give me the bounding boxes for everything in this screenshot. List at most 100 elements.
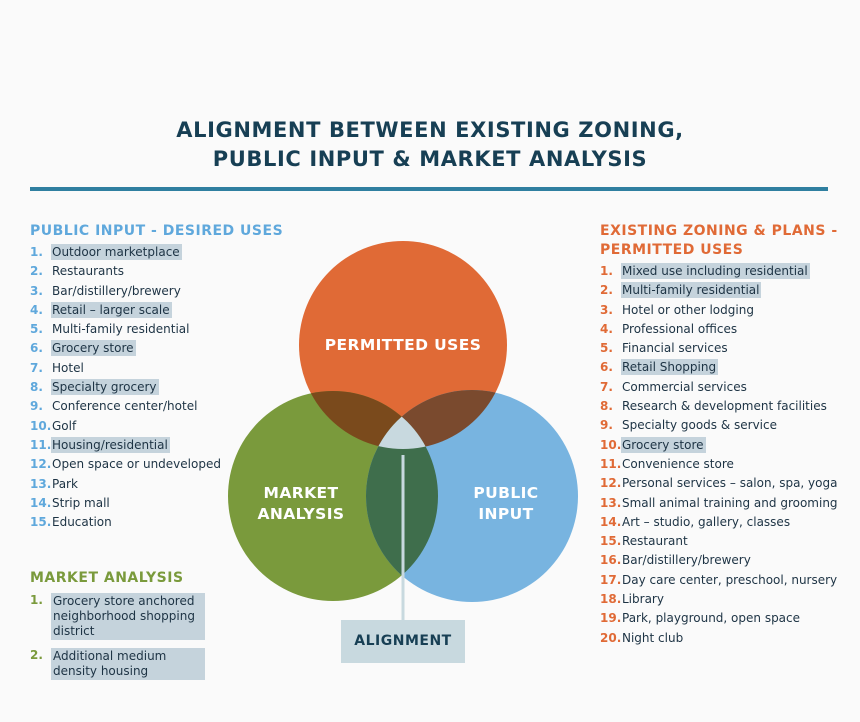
list-number: 13. — [30, 476, 52, 491]
list-number: 7. — [600, 379, 613, 394]
list-text: Specialty grocery — [51, 379, 159, 396]
list-text: Multi-family residential — [52, 322, 190, 337]
list-text: Library — [622, 592, 664, 607]
zoning-item: 10.Grocery store — [600, 436, 840, 453]
market-analysis-heading: MARKET ANALYSIS — [30, 570, 184, 586]
zoning-item: 16.Bar/distillery/brewery — [600, 553, 840, 567]
existing-zoning-heading-line-2: PERMITTED USES — [600, 242, 744, 258]
list-text: Restaurant — [622, 534, 688, 549]
zoning-item: 20.Night club — [600, 631, 840, 645]
public-label-line-2: INPUT — [478, 505, 534, 523]
title-line-2: PUBLIC INPUT & MARKET ANALYSIS — [212, 147, 648, 171]
list-text: Bar/distillery/brewery — [622, 553, 751, 568]
public-input-item: 7. Hotel — [30, 361, 223, 375]
list-number: 15. — [600, 534, 622, 549]
list-text: Multi-family residential — [621, 282, 762, 299]
list-text: Conference center/hotel — [52, 399, 198, 414]
list-text: Retail Shopping — [621, 359, 719, 376]
list-text: Specialty goods & service — [622, 418, 777, 433]
list-number: 15. — [30, 515, 52, 530]
list-text: Mixed use including residential — [621, 263, 810, 279]
public-input-item: 9. Conference center/hotel — [30, 399, 223, 413]
list-text: Grocery store — [51, 340, 136, 357]
list-number: 2. — [30, 264, 43, 279]
list-text: Day care center, preschool, nursery — [622, 572, 838, 587]
zoning-item: 19.Park, playground, open space — [600, 611, 840, 625]
zoning-item: 1.Mixed use including residential — [600, 263, 840, 279]
list-number: 19. — [600, 611, 622, 626]
list-number: 8. — [30, 380, 43, 395]
zoning-item: 14.Art – studio, gallery, classes — [600, 515, 840, 529]
public-input-item: 14.Strip mall — [30, 496, 223, 510]
public-input-item: 1. Outdoor marketplace — [30, 244, 223, 260]
list-number: 10. — [30, 418, 52, 433]
market-analysis-item: 1.Grocery store anchored neighborhood sh… — [30, 593, 205, 640]
zoning-item: 17.Day care center, preschool, nursery — [600, 573, 840, 587]
list-number: 9. — [600, 418, 613, 433]
list-text: Night club — [622, 630, 684, 645]
public-input-item: 13.Park — [30, 477, 223, 491]
list-text: Additional medium density housing — [51, 648, 205, 680]
list-number: 4. — [600, 321, 613, 336]
public-input-item: 10.Golf — [30, 419, 223, 433]
list-number: 10. — [600, 437, 622, 452]
public-input-item: 15.Education — [30, 515, 223, 529]
alignment-center — [366, 391, 438, 449]
list-text: Park — [52, 476, 78, 491]
market-analysis-list: 1.Grocery store anchored neighborhood sh… — [30, 593, 205, 688]
list-number: 5. — [30, 322, 43, 337]
list-text: Hotel or other lodging — [622, 302, 754, 317]
list-number: 12. — [600, 476, 622, 491]
permitted-uses-label: PERMITTED USES — [324, 336, 482, 354]
list-text: Education — [52, 515, 112, 530]
market-label-line-2: ANALYSIS — [257, 505, 345, 523]
list-text: Art – studio, gallery, classes — [622, 514, 791, 529]
zoning-item: 13.Small animal training and grooming — [600, 496, 840, 510]
existing-zoning-heading-line-1: EXISTING ZONING & PLANS - — [600, 223, 838, 239]
list-text: Personal services – salon, spa, yoga — [622, 476, 838, 491]
public-input-item: 11.Housing/residential — [30, 436, 223, 453]
list-number: 14. — [30, 495, 52, 510]
list-text: Retail – larger scale — [51, 301, 172, 318]
list-number: 6. — [30, 341, 43, 356]
list-text: Outdoor marketplace — [51, 244, 182, 260]
list-text: Commercial services — [622, 379, 747, 394]
zoning-item: 5.Financial services — [600, 341, 840, 355]
alignment-label: ALIGNMENT — [341, 620, 465, 663]
zoning-item: 15.Restaurant — [600, 534, 840, 548]
list-number: 11. — [30, 437, 52, 452]
list-text: Professional offices — [622, 321, 738, 336]
list-text: Hotel — [52, 360, 84, 375]
market-label-line-1: MARKET — [263, 484, 339, 502]
list-text: Open space or undeveloped — [52, 457, 221, 472]
list-number: 3. — [600, 302, 613, 317]
list-number: 8. — [600, 399, 613, 414]
list-text: Research & development facilities — [622, 399, 827, 414]
zoning-item: 2.Multi-family residential — [600, 282, 840, 299]
list-number: 18. — [600, 592, 622, 607]
list-number: 11. — [600, 456, 622, 471]
list-number: 4. — [30, 302, 43, 317]
zoning-item: 6.Retail Shopping — [600, 359, 840, 376]
list-number: 20. — [600, 630, 622, 645]
list-text: Housing/residential — [51, 436, 170, 453]
list-text: Park, playground, open space — [622, 611, 801, 626]
list-number: 1. — [30, 245, 43, 259]
list-number: 1. — [30, 593, 43, 607]
list-number: 7. — [30, 360, 43, 375]
public-input-item: 5. Multi-family residential — [30, 322, 223, 336]
list-text: Small animal training and grooming — [622, 495, 838, 510]
zoning-item: 3. Hotel or other lodging — [600, 303, 840, 317]
existing-zoning-list: 1.Mixed use including residential 2.Multi… — [600, 263, 840, 650]
list-number: 14. — [600, 514, 622, 529]
list-text: Bar/distillery/brewery — [52, 283, 181, 298]
diagram-title: ALIGNMENT BETWEEN EXISTING ZONING, PUBLI… — [0, 116, 860, 174]
zoning-item: 9. Specialty goods & service — [600, 418, 840, 432]
zoning-item: 11.Convenience store — [600, 457, 840, 471]
list-text: Financial services — [622, 341, 728, 356]
zoning-item: 4. Professional offices — [600, 322, 840, 336]
zoning-item: 12.Personal services – salon, spa, yoga — [600, 476, 840, 490]
list-number: 9. — [30, 399, 43, 414]
public-input-item: 3.Bar/distillery/brewery — [30, 284, 223, 298]
